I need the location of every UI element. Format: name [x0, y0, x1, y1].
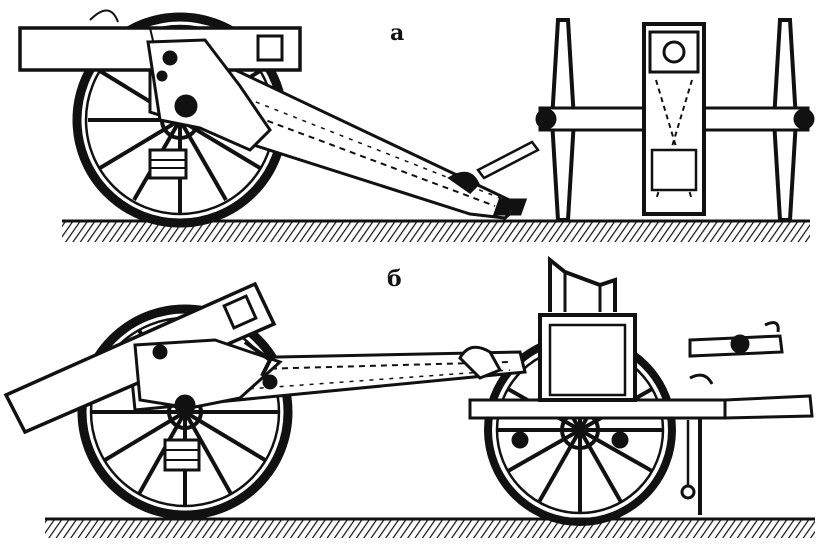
ground-a	[62, 220, 810, 242]
panel-b-limbered-view	[3, 255, 815, 538]
ground-b	[45, 518, 815, 538]
pintle-hook	[458, 345, 503, 380]
panel-b-label: б	[387, 266, 402, 292]
panel-a-front-view	[535, 18, 815, 222]
handspike-a	[476, 140, 540, 180]
bucket-a	[148, 148, 188, 180]
ammunition-chest	[538, 255, 637, 402]
limber-frame	[468, 394, 814, 515]
bucket-b	[163, 438, 201, 472]
panel-a-label: а	[390, 20, 405, 46]
panel-a-side-view	[18, 9, 810, 242]
carriage-cheek-a	[146, 38, 272, 152]
limber-pole-hardware	[688, 321, 784, 385]
carriage-cheek-b	[133, 338, 283, 416]
